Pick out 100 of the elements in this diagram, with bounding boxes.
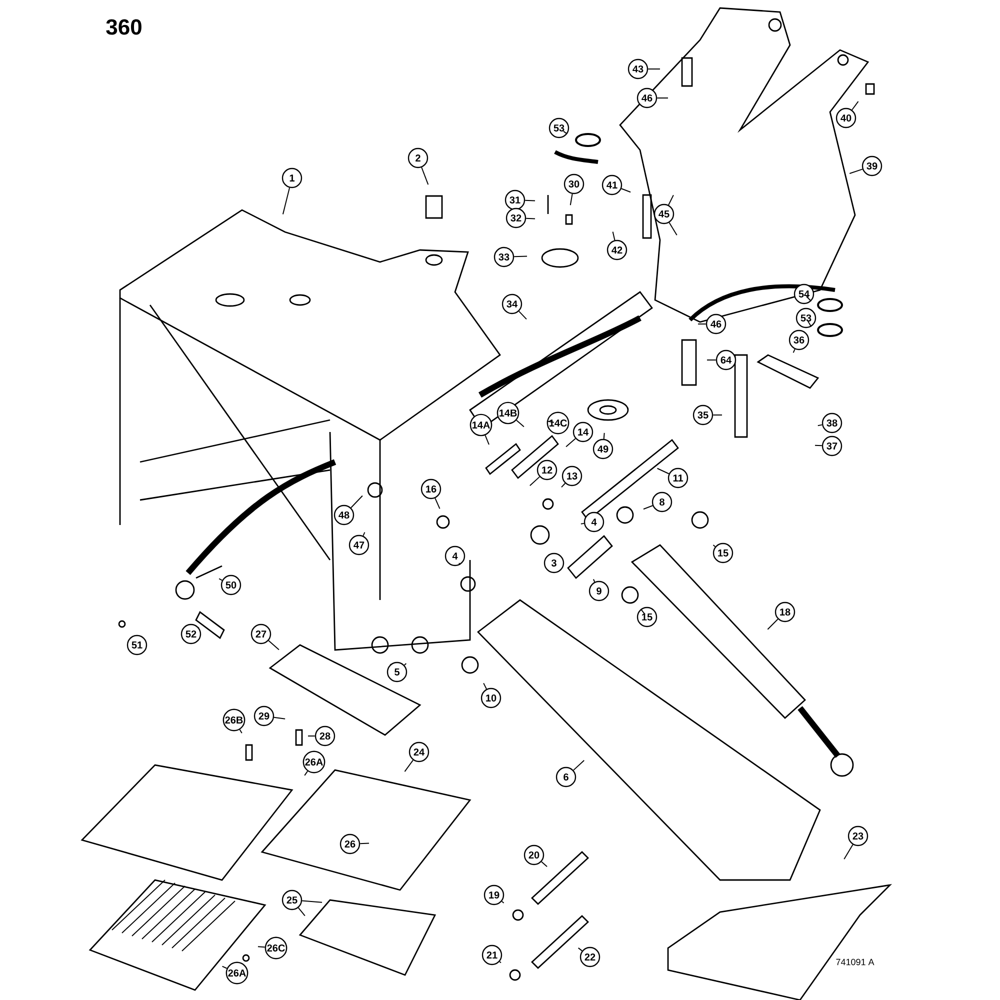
callout-number: 41 [602, 174, 622, 196]
callout-number: 30 [564, 174, 584, 194]
callout-number: 37 [822, 436, 842, 456]
leader-line [712, 414, 723, 416]
leader-line [458, 562, 461, 566]
leader-line [852, 100, 859, 110]
leader-line [421, 166, 429, 186]
leader-line [668, 222, 678, 236]
leader-line [640, 608, 646, 615]
leader-line [514, 256, 528, 258]
callout-number: 64 [716, 350, 736, 370]
leader-line [668, 194, 674, 206]
leader-line [302, 900, 323, 903]
leader-line [806, 296, 812, 302]
callout-number: 13 [562, 466, 582, 486]
callout-number: 45 [654, 204, 674, 224]
leader-line [612, 231, 616, 241]
leader-line [268, 640, 280, 650]
callout-number: 39 [862, 156, 882, 176]
callout-number: 16 [420, 478, 442, 500]
callout-number: 27 [250, 624, 272, 644]
callout-number: 21 [482, 944, 502, 966]
leader-line [807, 320, 812, 328]
callout-number: 53 [548, 118, 570, 138]
callout-number: 26A [302, 750, 326, 774]
callout-number: 14C [546, 412, 570, 434]
leader-line [529, 476, 540, 486]
callout-number: 36 [788, 330, 810, 350]
callout-number: 23 [848, 826, 868, 846]
callout-number: 14A [470, 414, 492, 436]
leader-line [642, 505, 654, 510]
callout-number: 26A [226, 962, 248, 984]
callout-number: 42 [606, 240, 628, 260]
callout-number: 1 [282, 168, 302, 188]
leader-line [580, 522, 584, 524]
callout-number: 40 [836, 108, 856, 128]
callout-number: 47 [348, 534, 370, 556]
callout-number: 18 [774, 602, 796, 622]
leader-line [218, 578, 223, 581]
label: 741091 A [836, 958, 874, 966]
callout-number: 11 [668, 468, 688, 488]
leader-line [526, 218, 536, 220]
callout-number: 50 [220, 574, 242, 596]
leader-line [563, 130, 568, 134]
leader-line [712, 544, 716, 548]
leader-line [304, 770, 308, 776]
callout-number: 3 [544, 552, 564, 574]
callout-number: 4 [444, 546, 466, 566]
leader-line [274, 716, 286, 720]
callout-number: 32 [506, 208, 526, 228]
callout-number: 14B [496, 402, 520, 424]
callout-number: 25 [282, 890, 302, 910]
callout-number: 10 [480, 688, 502, 708]
callout-number: 15 [712, 542, 734, 564]
leader-line [516, 420, 524, 428]
leader-line [434, 498, 440, 510]
callout-number: 54 [794, 284, 814, 304]
leader-line [570, 193, 573, 206]
callout-number: 51 [126, 634, 148, 656]
callout-number: 19 [484, 884, 504, 906]
callout-number: 5 [386, 662, 408, 682]
label: 360 [106, 19, 142, 35]
callout-number: 24 [408, 742, 430, 762]
leader-line [592, 578, 596, 582]
leader-line [620, 188, 632, 193]
leader-line [239, 729, 242, 734]
leader-line [524, 200, 536, 202]
callout-number: 4 [584, 512, 604, 532]
callout-number: 8 [652, 492, 672, 512]
callout-number: 14 [572, 422, 594, 442]
leader-line [561, 482, 566, 488]
callout-number: 38 [822, 412, 842, 434]
callout-number: 2 [408, 148, 428, 168]
leader-line [546, 420, 554, 423]
callout-number: 43 [628, 58, 648, 80]
leader-line [501, 900, 504, 904]
callout-number: 53 [796, 308, 816, 328]
leader-line [483, 682, 487, 690]
leader-line [257, 946, 266, 948]
callout-number: 15 [636, 606, 658, 628]
callout-number: 31 [504, 190, 526, 210]
leader-line [541, 861, 548, 868]
callout-number: 26C [264, 936, 288, 960]
leader-line [792, 348, 796, 354]
leader-line [572, 760, 585, 771]
leader-line [767, 618, 778, 630]
leader-line [499, 961, 502, 964]
leader-line [814, 444, 822, 446]
leader-line [222, 966, 228, 969]
callout-number: 9 [588, 580, 610, 602]
leader-line [350, 495, 363, 508]
callout-number: 12 [536, 460, 558, 480]
leader-line [298, 907, 306, 916]
leader-line [404, 662, 407, 666]
leader-line [360, 842, 370, 844]
callout-number: 28 [314, 726, 336, 746]
leader-line [484, 434, 490, 446]
callout-number: 22 [580, 946, 600, 968]
callout-number: 48 [334, 504, 354, 526]
leader-line [578, 947, 583, 952]
